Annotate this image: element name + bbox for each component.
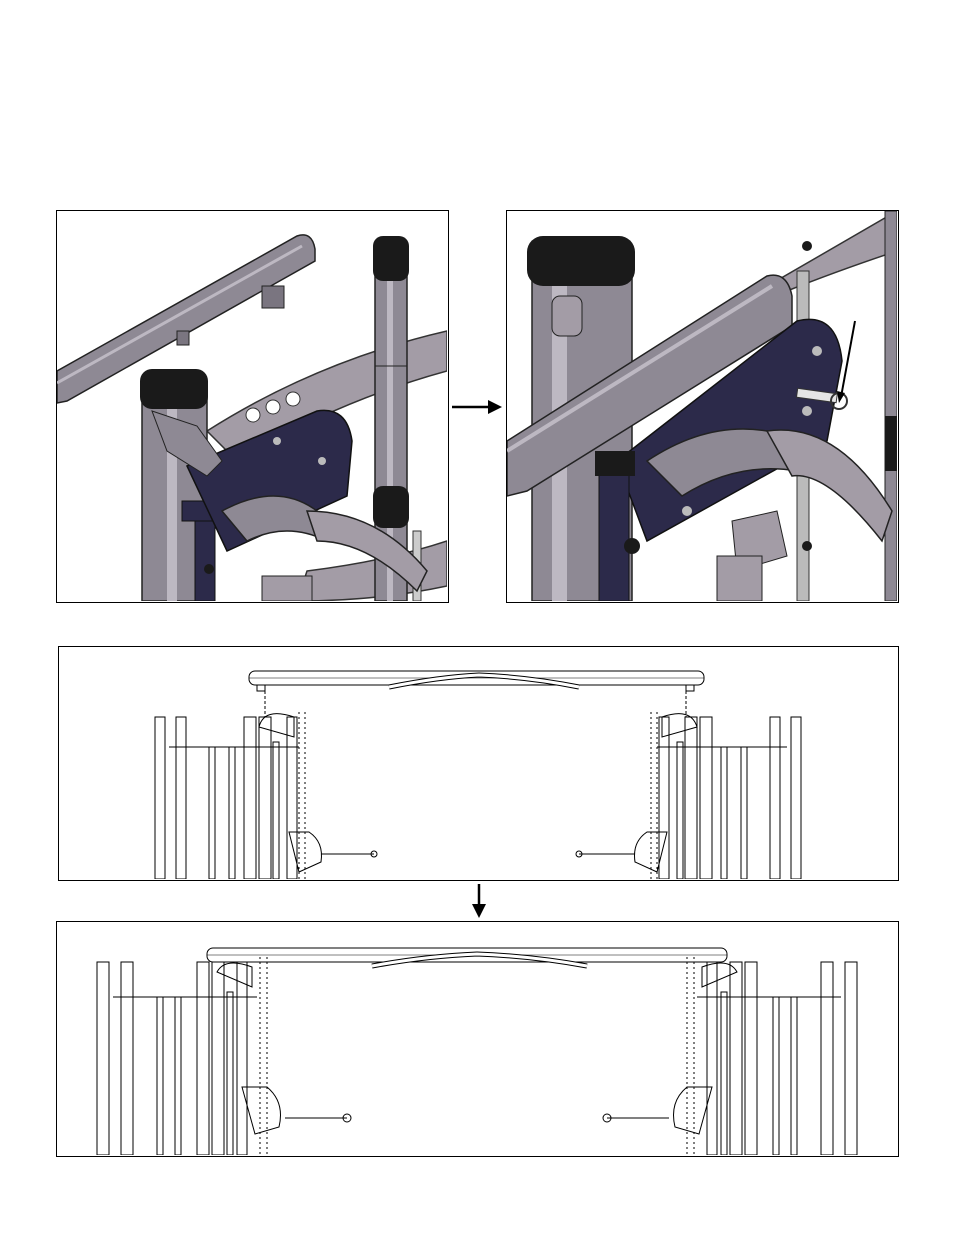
crossbar-raised-overview-illustration	[59, 647, 897, 879]
crossbar-mounted-overview-illustration	[57, 922, 897, 1155]
arrow-right-icon	[452, 398, 502, 416]
arrow-down-icon	[470, 884, 488, 918]
detail-before-panel	[56, 210, 449, 603]
overview-before-panel	[58, 646, 899, 881]
crossbar-bracket-detail-illustration	[57, 211, 447, 601]
detail-after-panel	[506, 210, 899, 603]
crossbar-pinned-detail-illustration	[507, 211, 897, 601]
overview-after-panel	[56, 921, 899, 1157]
